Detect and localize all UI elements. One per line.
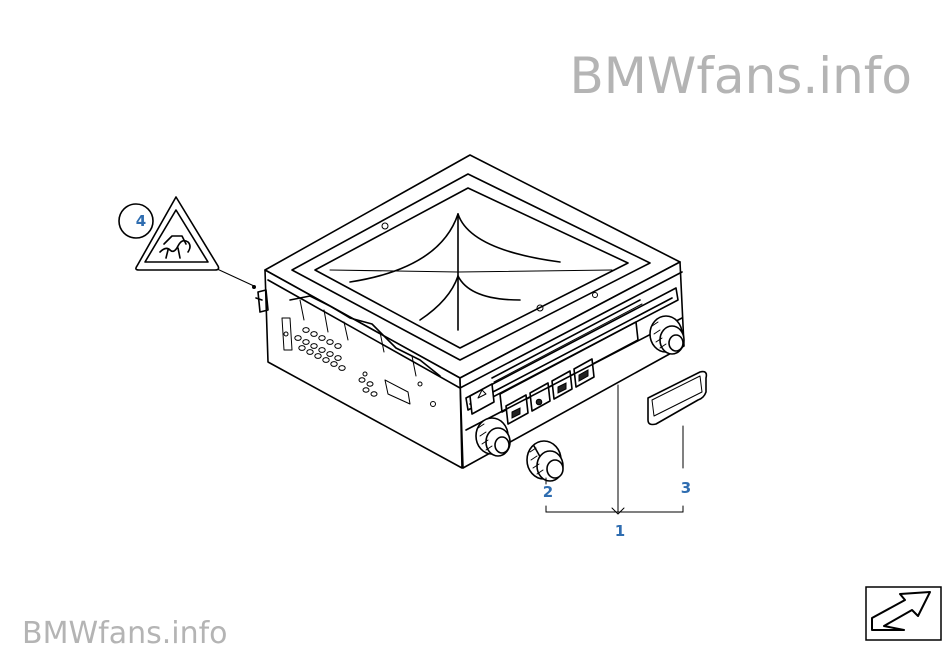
knob-left — [475, 417, 511, 457]
callout-4[interactable]: 4 — [136, 212, 146, 230]
cover-plate-part-3 — [647, 370, 708, 426]
callout-3[interactable]: 3 — [681, 479, 691, 497]
warning-triangle-icon — [135, 196, 220, 271]
callout-2[interactable]: 2 — [543, 483, 553, 501]
leader-lines — [214, 267, 684, 515]
callout-circle-4 — [118, 203, 154, 239]
arrow-navigation-icon[interactable] — [865, 586, 942, 641]
knob-part-2 — [526, 440, 564, 482]
radio-unit — [255, 154, 685, 469]
knob-right — [649, 315, 685, 355]
watermark-bottom: BMWfans.info — [22, 616, 228, 651]
callout-1[interactable]: 1 — [615, 522, 625, 540]
watermark-top: BMWfans.info — [569, 47, 912, 105]
